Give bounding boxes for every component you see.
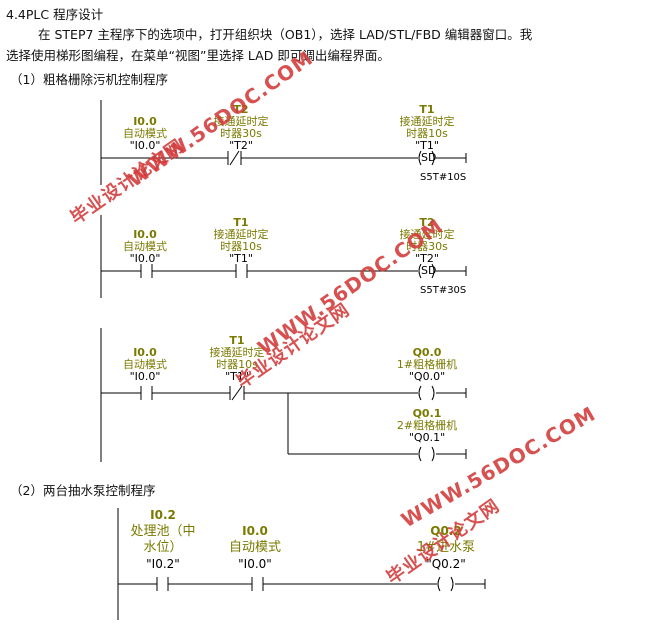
subsection-1-title: （1）粗格栅除污机控制程序 (10, 72, 168, 87)
net3-coil2-address: Q0.1 (412, 407, 442, 420)
net3-coil1-symbol: 1#粗格栅机 (396, 358, 458, 371)
net4-coil-symbol: 1#进水泵 (416, 540, 476, 555)
net3-contact2-address: T1 (229, 334, 245, 347)
net4-contact2-operand: "I0.0" (238, 557, 272, 571)
net4-coil-address: Q0.2 (430, 524, 462, 538)
net4-contact2-symbol: 自动模式 (228, 540, 281, 555)
net2-coil-address: T2 (419, 216, 435, 229)
net3-coil2-symbol: 2#粗格栅机 (396, 419, 458, 432)
net1-contact2-address: T2 (233, 103, 249, 116)
net3-contact1-operand: "I0.0" (129, 370, 161, 383)
net3-contact1-address: I0.0 (133, 346, 157, 359)
net3-coil1-operand: "Q0.0" (408, 370, 446, 383)
net1-contact2-symbol-1: 接通延时定 (213, 115, 269, 128)
net2-coil-operand: "T2" (415, 252, 439, 265)
net3-coil2-operand: "Q0.1" (408, 431, 446, 444)
intro-line-2: 选择使用梯形图编程，在菜单“视图”里选择 LAD 即可调出编程界面。 (6, 48, 390, 63)
net1-contact2-symbol-2: 时器30s (220, 127, 262, 140)
net1-coil-type: SD (421, 151, 437, 164)
net3-coil1-address: Q0.0 (412, 346, 442, 359)
net1-coil-address: T1 (419, 103, 435, 116)
net2-preset: S5T#30S (420, 285, 467, 296)
net1-preset: S5T#10S (420, 172, 467, 183)
net1-contact1-operand: "I0.0" (129, 139, 161, 152)
net4-contact2-address: I0.0 (242, 524, 268, 538)
subsection-2-title: （2）两台抽水泵控制程序 (10, 483, 156, 498)
net3-contact2-symbol-1: 接通延时定 (209, 346, 265, 359)
net1-coil-symbol-1: 接通延时定 (399, 115, 455, 128)
net2-coil-symbol-1: 接通延时定 (399, 228, 455, 241)
net3-contact2-symbol-2: 时器10s (216, 358, 258, 371)
net4-contact1-symbol-2: 水位） (143, 540, 183, 555)
section-title: 4.4PLC 程序设计 (6, 7, 104, 22)
net2-coil-symbol-2: 时器30s (406, 240, 448, 253)
net2-contact1-operand: "I0.0" (129, 252, 161, 265)
net2-contact1-address: I0.0 (133, 228, 157, 241)
net2-contact2-symbol-2: 时器10s (220, 240, 262, 253)
net2-contact2-operand: "T1" (229, 252, 253, 265)
net1-coil-symbol-2: 时器10s (406, 127, 448, 140)
net4-contact1-operand: "I0.2" (146, 557, 180, 571)
net2-contact2-symbol-1: 接通延时定 (213, 228, 269, 241)
net3-contact1-symbol: 自动模式 (123, 358, 167, 371)
net1-coil-operand: "T1" (415, 139, 439, 152)
net2-contact1-symbol: 自动模式 (123, 240, 167, 253)
net4-contact1-symbol-1: 处理池（中 (130, 524, 196, 539)
net1-contact2-operand: "T2" (229, 139, 253, 152)
intro-line-1: 在 STEP7 主程序下的选项中，打开组织块（OB1），选择 LAD/STL/F… (38, 27, 533, 42)
net4-contact1-address: I0.2 (150, 508, 176, 522)
net1-contact1-address: I0.0 (133, 115, 157, 128)
net2-contact2-address: T1 (233, 216, 249, 229)
net2-coil-type: SD (421, 264, 437, 277)
net3-contact2-operand: "T1" (225, 370, 249, 383)
net1-contact1-symbol: 自动模式 (123, 127, 167, 140)
net4-coil-operand: "Q0.2" (426, 557, 466, 571)
